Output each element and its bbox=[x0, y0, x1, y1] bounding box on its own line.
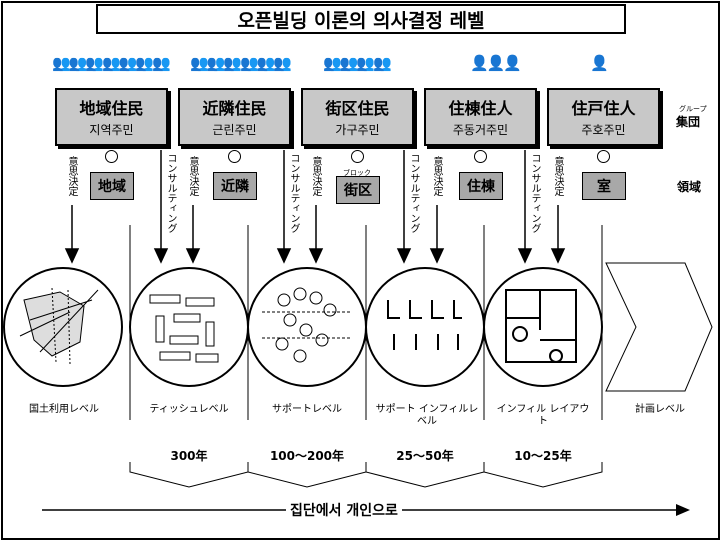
group-ja-region: 地域住民 bbox=[79, 99, 144, 118]
region-box-room: 室 bbox=[582, 172, 626, 200]
period-label-100-200: 100～200年 bbox=[269, 449, 345, 463]
group-ja-neighborhood: 近隣住民 bbox=[202, 99, 267, 118]
consulting-arrows bbox=[153, 150, 533, 264]
person-icon: 👤 bbox=[590, 54, 609, 72]
region-side-label: 領域 bbox=[677, 180, 702, 194]
region-box-block: 街区 bbox=[336, 176, 380, 204]
group-ruby: グループ bbox=[679, 105, 707, 113]
group-ko-dwelling: 주호주민 bbox=[581, 123, 626, 137]
people-icon-small-crowd: 👥👥👥👥 bbox=[323, 54, 392, 72]
connector-circle bbox=[105, 150, 118, 163]
consulting-label: コンサルティング bbox=[408, 153, 419, 233]
period-braces bbox=[129, 462, 603, 488]
level-label-support-infill: サポート インフィルレベル bbox=[375, 404, 479, 427]
group-ja-block: 街区住民 bbox=[325, 99, 390, 118]
decision-label: 意思決定 bbox=[187, 156, 198, 196]
level-label-infill-layout: インフィル レイアウト bbox=[496, 404, 590, 427]
group-ko-block: 가구주민 bbox=[335, 123, 380, 137]
level-label-land-use: 国土利用レベル bbox=[29, 404, 99, 415]
consulting-label: コンサルティング bbox=[288, 153, 299, 233]
planning-chevron bbox=[605, 262, 713, 392]
connector-circle bbox=[597, 150, 610, 163]
group-box-region: 地域住民 지역주민 bbox=[55, 88, 168, 146]
group-box-block: 街区住民 가구주민 bbox=[301, 88, 414, 146]
group-ja-dwelling: 住戸住人 bbox=[571, 99, 636, 118]
direction-arrowhead bbox=[676, 504, 690, 516]
period-label-25-50: 25～50年 bbox=[396, 449, 454, 463]
group-box-building: 住棟住人 주동거주민 bbox=[424, 88, 537, 146]
people-icon-large-crowd: 👥👥👥👥👥👥👥 bbox=[52, 54, 171, 72]
decision-label: 意思決定 bbox=[552, 156, 563, 196]
level-label-support: サポートレベル bbox=[272, 404, 342, 415]
region-box-neighborhood: 近隣 bbox=[213, 172, 257, 200]
region-box-region: 地域 bbox=[90, 172, 134, 200]
decision-label: 意思決定 bbox=[310, 156, 321, 196]
connector-circle bbox=[351, 150, 364, 163]
people-icon-family: 👤👤👤 bbox=[470, 54, 520, 72]
region-box-building: 住棟 bbox=[459, 172, 503, 200]
period-label-300: 300年 bbox=[170, 449, 208, 463]
group-ko-neighborhood: 근린주민 bbox=[212, 123, 257, 137]
group-box-dwelling: 住戸住人 주호주민 bbox=[547, 88, 660, 146]
diagram-title: 오픈빌딩 이론의 의사결정 레벨 bbox=[96, 4, 626, 34]
decision-arrows bbox=[64, 205, 566, 264]
connector-circle bbox=[474, 150, 487, 163]
people-icon-crowd: 👥👥👥👥👥👥 bbox=[190, 54, 292, 72]
block-ruby: ブロック bbox=[343, 169, 371, 177]
group-box-neighborhood: 近隣住民 근린주민 bbox=[178, 88, 291, 146]
period-label-10-25: 10～25年 bbox=[514, 449, 572, 463]
connector-circle bbox=[228, 150, 241, 163]
direction-label: 집단에서 개인으로 bbox=[286, 500, 402, 520]
group-ko-region: 지역주민 bbox=[89, 123, 134, 137]
level-label-tissue: ティッシュレベル bbox=[149, 404, 229, 415]
decision-label: 意思決定 bbox=[431, 156, 442, 196]
group-side-label: 集団 bbox=[676, 115, 701, 129]
group-ko-building: 주동거주민 bbox=[452, 123, 509, 137]
group-ja-building: 住棟住人 bbox=[448, 99, 513, 118]
consulting-label: コンサルティング bbox=[165, 153, 176, 233]
tissue-drawing bbox=[129, 267, 249, 387]
consulting-label: コンサルティング bbox=[529, 153, 540, 233]
infill-layout-drawing bbox=[483, 267, 603, 387]
support-infill-drawing bbox=[365, 267, 485, 387]
support-drawing bbox=[247, 267, 367, 387]
level-label-planning: 計画レベル bbox=[635, 404, 685, 415]
decision-label: 意思決定 bbox=[66, 156, 77, 196]
